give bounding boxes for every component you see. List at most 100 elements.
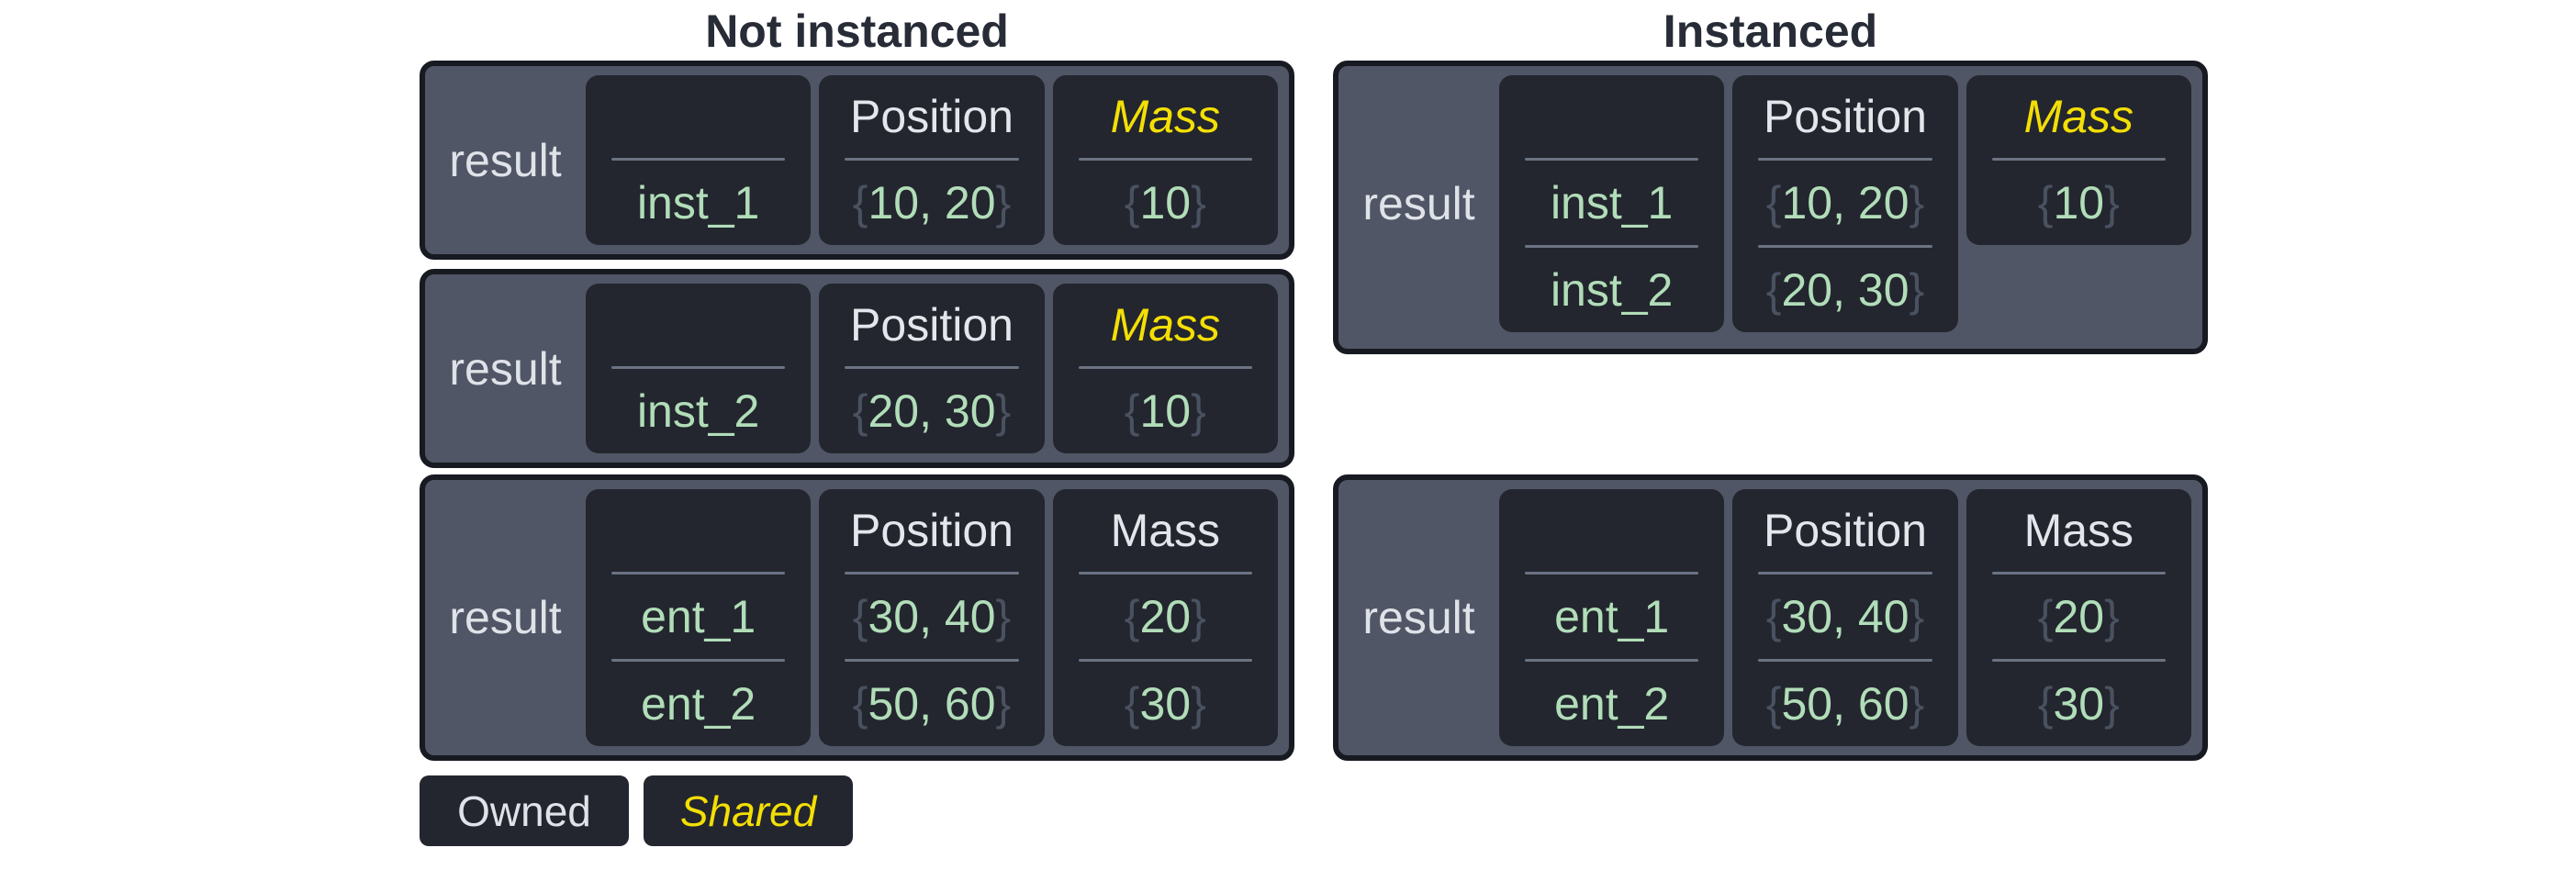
panel-instanced: Instanced result inst_1 inst_2 Position …: [1333, 2, 2208, 846]
value-text: 30: [1139, 678, 1192, 730]
divider: [845, 572, 1019, 574]
result-label: result: [1362, 178, 1475, 229]
entity-cell: inst_1 inst_2: [1499, 75, 1725, 332]
divider: [1991, 659, 2166, 662]
divider: [1758, 572, 1932, 574]
brace-open: {: [1765, 591, 1782, 642]
mass-value: {20}: [1053, 574, 1278, 659]
entity-name-text: inst_2: [636, 385, 760, 437]
entity-header: [1499, 75, 1724, 158]
mass-header: Mass: [2023, 505, 2134, 556]
legend: Owned Shared: [420, 775, 853, 846]
value-text: 20, 30: [868, 385, 996, 437]
divider: [611, 659, 786, 662]
entity-cell: ent_1 ent_2: [1499, 489, 1725, 746]
position-value: {10, 20}: [819, 161, 1044, 245]
brace-open: {: [852, 177, 868, 229]
result-box: result ent_1 ent_2 Position {30, 40} {50…: [1333, 474, 2208, 761]
position-value: {20, 30}: [819, 369, 1044, 453]
brace-close: }: [2104, 591, 2120, 642]
divider: [1078, 158, 1252, 161]
divider: [845, 366, 1019, 369]
value-text: 50, 60: [1781, 678, 1910, 730]
brace-open: {: [852, 385, 868, 437]
brace-open: {: [1765, 177, 1782, 229]
value-text: 50, 60: [868, 678, 996, 730]
mass-value: {10}: [1966, 161, 2191, 245]
brace-open: {: [2037, 591, 2054, 642]
legend-owned: Owned: [420, 775, 629, 846]
mass-header: Mass: [1110, 299, 1221, 351]
brace-open: {: [1765, 678, 1782, 730]
divider: [1525, 659, 1699, 662]
entity-name-text: inst_2: [1550, 264, 1674, 316]
entity-name-text: ent_1: [1554, 591, 1670, 642]
brace-close: }: [995, 678, 1012, 730]
entity-name: inst_2: [586, 369, 811, 453]
value-text: 20: [2053, 591, 2105, 642]
position-cell: Position {10, 20}: [819, 75, 1045, 245]
cells: ent_1 ent_2 Position {30, 40} {50, 60} M…: [1499, 489, 2191, 746]
entity-name: ent_2: [1499, 662, 1724, 746]
value-text: 20, 30: [1781, 264, 1910, 316]
mass-value: {20}: [1966, 574, 2191, 659]
brace-close: }: [1909, 264, 1925, 316]
cells: inst_1 Position {10, 20} Mass {10}: [586, 75, 1278, 245]
brace-open: {: [1765, 264, 1782, 316]
entity-name-text: inst_1: [636, 177, 760, 229]
brace-open: {: [852, 591, 868, 642]
result-label: result: [449, 342, 562, 395]
brace-open: {: [2037, 678, 2054, 730]
value-text: 10: [2053, 177, 2105, 229]
entity-name-text: ent_1: [641, 591, 756, 642]
cells: inst_1 inst_2 Position {10, 20} {20, 30}…: [1499, 75, 2191, 332]
divider: [845, 158, 1019, 161]
divider: [611, 572, 786, 574]
brace-close: }: [2104, 177, 2120, 229]
brace-open: {: [2037, 177, 2054, 229]
mass-cell: Mass {20} {30}: [1966, 489, 2191, 746]
entity-header: [586, 284, 811, 366]
position-value: {50, 60}: [1732, 662, 1957, 746]
value-text: 30, 40: [868, 591, 996, 642]
position-value: {30, 40}: [819, 574, 1044, 659]
panel-title: Not instanced: [705, 6, 1009, 57]
brace-close: }: [2104, 678, 2120, 730]
brace-close: }: [1909, 591, 1925, 642]
value-text: 10: [1139, 177, 1192, 229]
entity-cell: inst_2: [586, 284, 812, 453]
result-box: result inst_1 Position {10, 20} Mass {10…: [420, 61, 1294, 260]
mass-value: {30}: [1053, 662, 1278, 746]
brace-open: {: [1124, 678, 1140, 730]
divider: [1758, 659, 1932, 662]
result-label: result: [449, 134, 562, 186]
entity-header: [1499, 489, 1724, 572]
brace-open: {: [852, 678, 868, 730]
panel-not-instanced: Not instanced result inst_1 Position {10…: [420, 2, 1294, 846]
mass-value: {10}: [1053, 369, 1278, 453]
cells: inst_2 Position {20, 30} Mass {10}: [586, 284, 1278, 453]
mass-header: Mass: [2023, 91, 2134, 142]
value-text: 30, 40: [1781, 591, 1910, 642]
divider: [1525, 158, 1699, 161]
position-value: {10, 20}: [1732, 161, 1957, 245]
panel-title: Instanced: [1663, 6, 1878, 57]
divider: [1525, 245, 1699, 248]
position-header: Position: [850, 299, 1014, 351]
brace-close: }: [1191, 591, 1206, 642]
mass-cell: Mass {10}: [1052, 284, 1278, 453]
divider: [1078, 659, 1252, 662]
brace-close: }: [1191, 678, 1206, 730]
entity-name: ent_1: [1499, 574, 1724, 659]
divider: [611, 158, 786, 161]
position-cell: Position {30, 40} {50, 60}: [1732, 489, 1958, 746]
brace-open: {: [1124, 591, 1140, 642]
entity-cell: ent_1 ent_2: [586, 489, 812, 746]
brace-close: }: [995, 177, 1012, 229]
divider: [611, 366, 786, 369]
entity-name: inst_2: [1499, 248, 1724, 332]
entity-name-text: inst_1: [1550, 177, 1674, 229]
mass-cell-shared-short: Mass {10}: [1966, 75, 2191, 245]
value-text: 10, 20: [868, 177, 996, 229]
entity-name-text: ent_2: [1554, 678, 1670, 730]
